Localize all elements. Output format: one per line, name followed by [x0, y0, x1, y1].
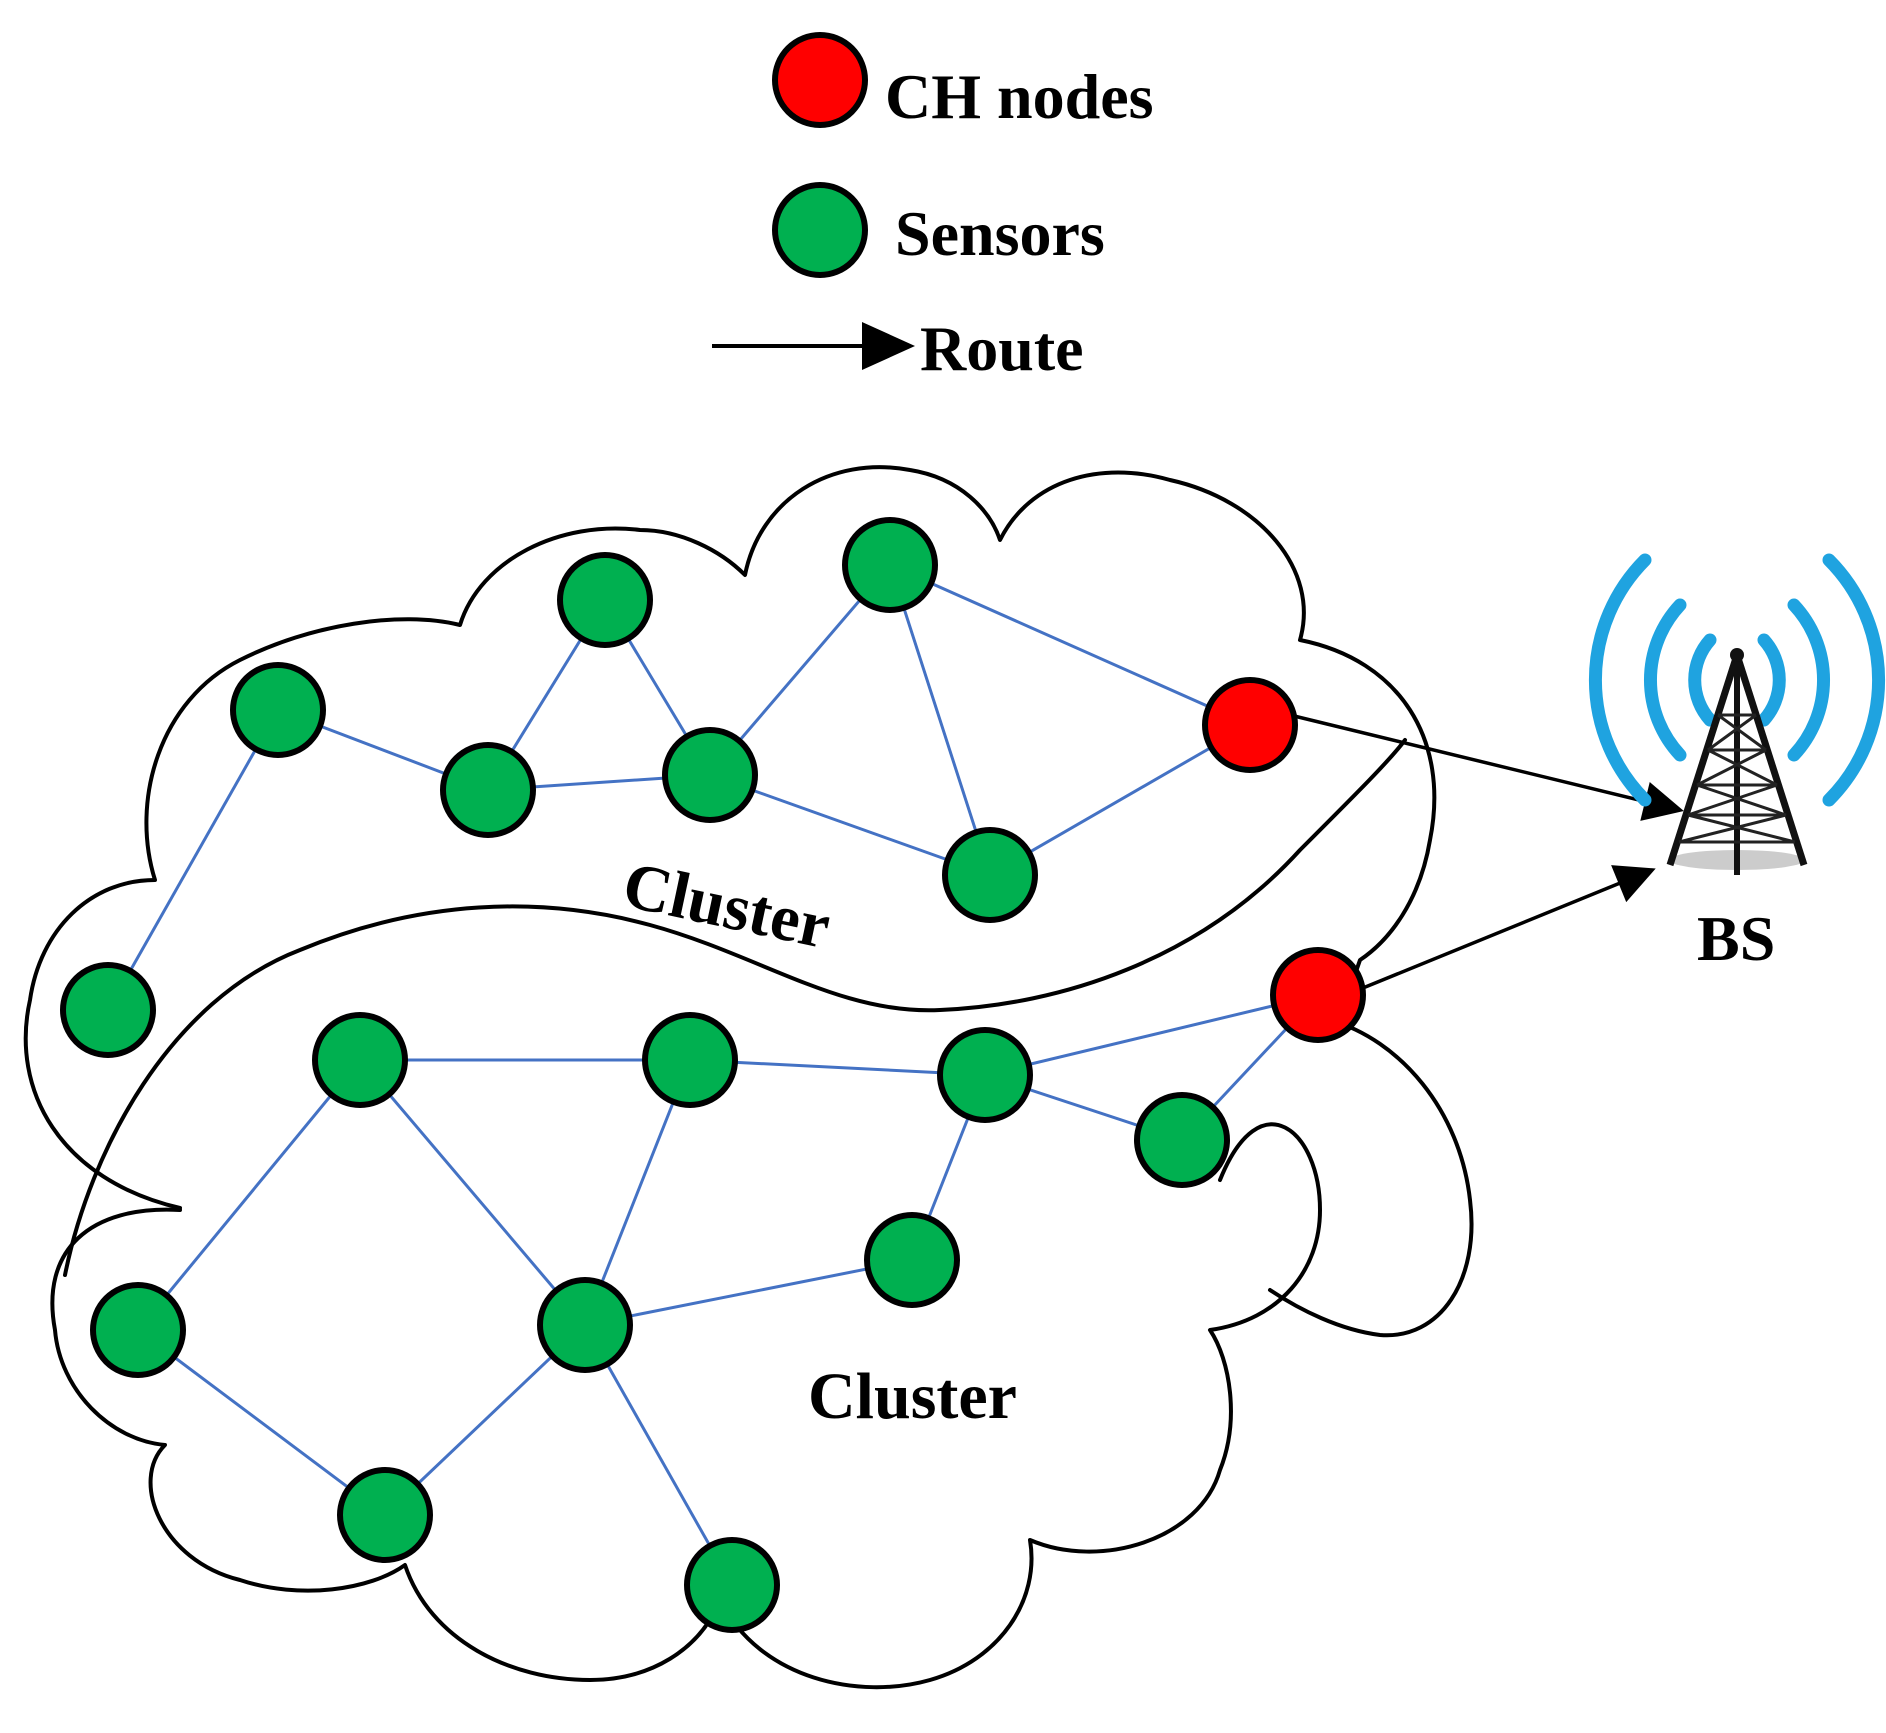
sensor-node: [337, 1467, 433, 1563]
signal-wave: [1688, 633, 1717, 727]
cluster-top-label: Cluster: [617, 848, 837, 963]
cluster-divider: [63, 738, 1407, 1277]
sensor-link: [888, 564, 992, 876]
legend-sensor-label: Sensors: [895, 198, 1105, 269]
sensor-link: [136, 1059, 362, 1331]
base-station-label: BS: [1697, 903, 1775, 974]
sensor-link: [709, 773, 991, 877]
sensor-node: [230, 662, 326, 758]
sensor-node: [937, 1027, 1033, 1123]
sensor-link: [358, 1059, 587, 1326]
legend-ch-label: CH nodes: [885, 61, 1154, 132]
sensor-node: [842, 517, 938, 613]
sensor-node: [537, 1277, 633, 1373]
antenna-tower-icon: [1588, 553, 1886, 875]
sensor-node: [90, 1282, 186, 1378]
sensor-node: [662, 727, 758, 823]
signal-wave: [1588, 553, 1652, 807]
legend-route-arrowhead: [862, 322, 915, 370]
sensor-link: [137, 1328, 386, 1517]
cloud-bottom-right-lobe: [1268, 1018, 1474, 1338]
tower-structure: [1666, 648, 1808, 875]
sensor-link: [583, 1324, 734, 1586]
sensor-node: [684, 1537, 780, 1633]
sensor-node: [557, 552, 653, 648]
nodes: [60, 517, 1366, 1633]
sensor-node: [60, 962, 156, 1058]
ch-node-bottom: [1270, 947, 1366, 1043]
sensor-node: [1134, 1092, 1230, 1188]
sensor-node: [642, 1012, 738, 1108]
signal-wave: [1757, 633, 1786, 727]
cluster-clouds: [23, 465, 1474, 1690]
sensor-link: [984, 993, 1319, 1077]
sensor-node: [942, 827, 1038, 923]
legend-route-label: Route: [920, 313, 1084, 384]
signal-wave: [1644, 598, 1687, 762]
signal-wave: [1787, 598, 1830, 762]
sensor-node: [440, 742, 536, 838]
sensor-link: [584, 1258, 913, 1327]
cloud-top-outline: [23, 465, 1437, 1210]
legend-sensor-marker: [772, 182, 868, 278]
sensor-node: [864, 1212, 960, 1308]
route-bottom-ch-to-bs: [1357, 865, 1656, 992]
legend: CH nodes Sensors Route: [712, 32, 1154, 384]
ch-node-top: [1202, 677, 1298, 773]
signal-wave: [1822, 553, 1886, 807]
signal-waves: [1588, 553, 1886, 807]
sensor-link: [106, 709, 280, 1011]
routes-to-bs: [1289, 713, 1684, 992]
sensor-link: [689, 1058, 986, 1077]
legend-ch-marker: [772, 32, 868, 128]
cloud-bottom-outline: [50, 1122, 1322, 1690]
route-top-ch-to-bs: [1289, 713, 1684, 821]
sensor-link: [889, 563, 1251, 727]
sensor-node: [312, 1012, 408, 1108]
cluster-bottom-label: Cluster: [808, 1360, 1017, 1433]
sensor-link: [989, 723, 1251, 877]
